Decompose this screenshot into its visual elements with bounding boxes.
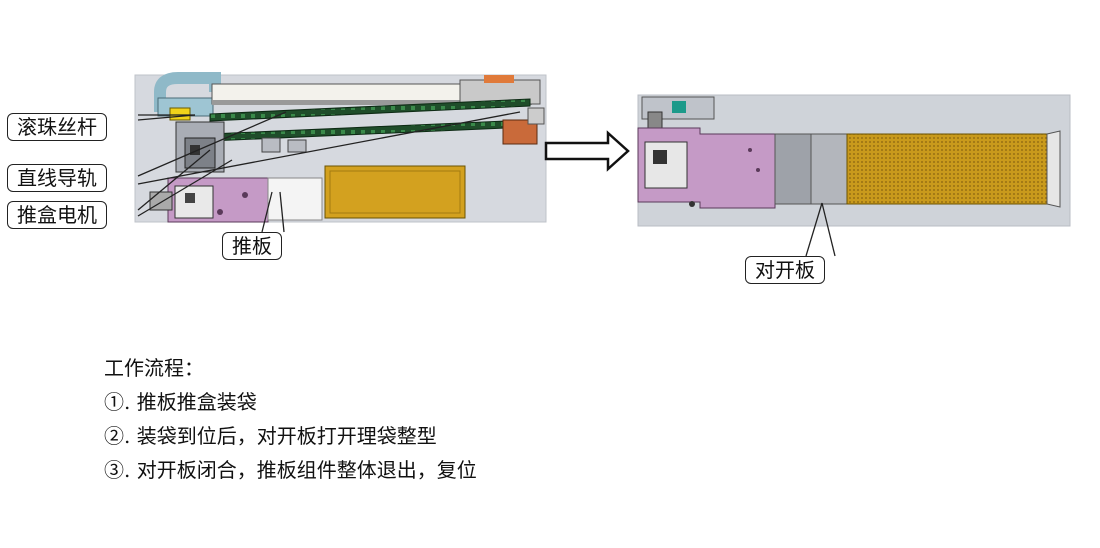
- label-ball-screw: 滚珠丝杆: [7, 113, 107, 141]
- label-linear-guide: 直线导轨: [7, 164, 107, 192]
- transition-arrow: [544, 130, 630, 172]
- label-push-plate: 推板: [222, 232, 282, 260]
- label-split-plate: 对开板: [745, 256, 825, 284]
- left-leader-lines: [137, 111, 521, 233]
- workflow-section: 工作流程： ①. 推板推盒装袋 ②. 装袋到位后，对开板打开理袋整型 ③. 对开…: [104, 351, 477, 487]
- label-push-box-motor: 推盒电机: [7, 201, 107, 229]
- right-leader-lines: [805, 202, 836, 257]
- workflow-step-1: ①. 推板推盒装袋: [104, 390, 257, 414]
- workflow-title: 工作流程：: [104, 356, 204, 380]
- workflow-step-2: ②. 装袋到位后，对开板打开理袋整型: [104, 424, 437, 448]
- workflow-step-3: ③. 对开板闭合，推板组件整体退出，复位: [104, 458, 477, 482]
- left-assembly-render: [134, 72, 547, 223]
- right-detail-render: [637, 94, 1071, 227]
